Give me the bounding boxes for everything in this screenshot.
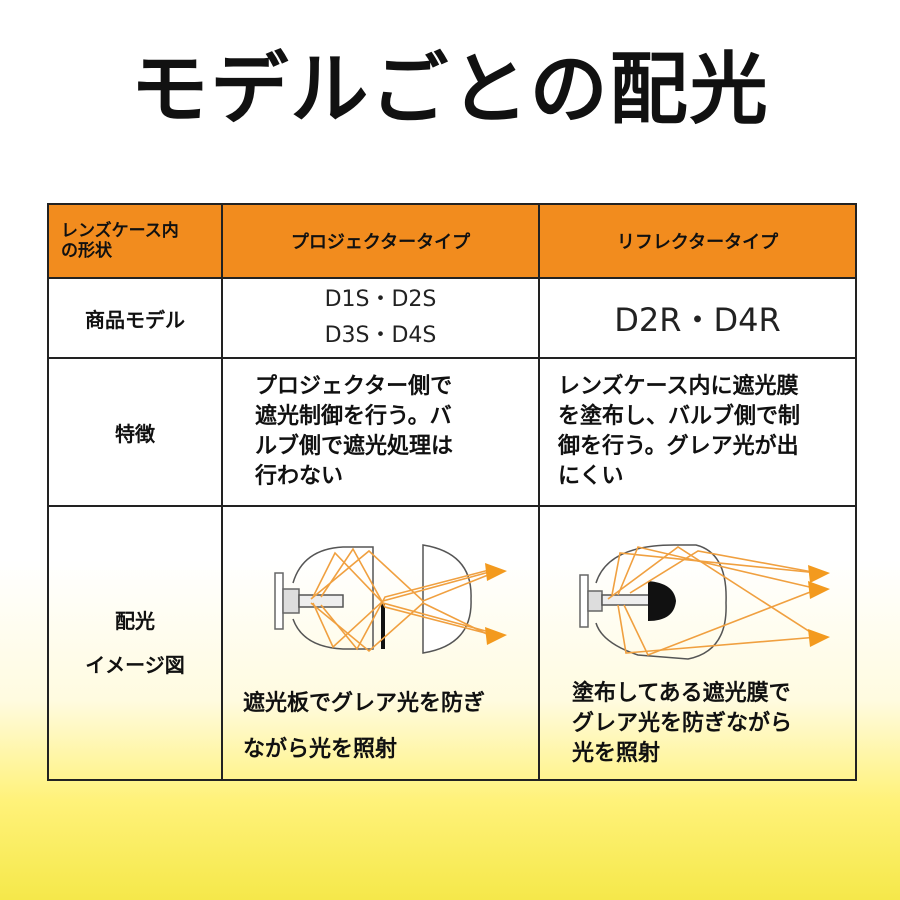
comparison-table: レンズケース内 の形状 プロジェクタータイプ リフレクタータイプ 商品モデル D…: [47, 203, 857, 781]
socket-plate: [274, 572, 284, 630]
reflector-feature-line2: を塗布し、バルブ側で制: [558, 404, 801, 429]
projector-feature: プロジェクター側で 遮光制御を行う。バ ルブ側で遮光処理は 行わない: [221, 357, 540, 507]
image-label-line1: 配光: [115, 609, 155, 633]
reflector-models: D2R・D4R: [538, 277, 857, 359]
reflector-diagram: [579, 544, 830, 660]
reflector-caption-line3: 光を照射: [572, 741, 661, 766]
light-rays: [607, 546, 819, 657]
header-shape: レンズケース内 の形状: [47, 203, 223, 279]
projector-feature-line4: 行わない: [255, 464, 344, 489]
reflector-feature-line1: レンズケース内に遮光膜: [558, 374, 799, 399]
reflector-caption: 塗布してある遮光膜で グレア光を防ぎながら 光を照射: [572, 679, 852, 769]
projector-feature-line3: ルブ側で遮光処理は: [255, 434, 454, 459]
feature-label: 特徴: [47, 357, 223, 507]
arrow-middle-icon: [808, 581, 830, 599]
projector-model-line1: D1S・D2S: [324, 287, 437, 312]
image-label: 配光 イメージ図: [47, 505, 223, 781]
arrow-top-icon: [808, 565, 830, 583]
reflector-image-cell: 塗布してある遮光膜で グレア光を防ぎながら 光を照射: [538, 505, 857, 781]
model-row: 商品モデル D1S・D2S D3S・D4S D2R・D4R: [47, 277, 857, 359]
arrow-down-icon: [485, 627, 507, 645]
socket-plate: [579, 574, 589, 628]
shade-film-icon: [648, 581, 676, 621]
header-reflector: リフレクタータイプ: [538, 203, 857, 279]
image-label-line2: イメージ図: [85, 653, 185, 677]
model-label: 商品モデル: [47, 277, 223, 359]
arrow-bottom-icon: [808, 629, 830, 647]
projector-diagram: [274, 544, 507, 654]
shield-plate-icon: [381, 603, 385, 649]
page-title: モデルごとの配光: [130, 45, 770, 135]
socket-body: [587, 590, 603, 612]
housing-outline: [292, 546, 374, 650]
reflector-caption-line2: グレア光を防ぎながら: [572, 711, 793, 736]
reflector-feature-line3: 御を行う。グレア光が出: [558, 434, 799, 459]
bulb-tube: [298, 594, 344, 608]
projector-caption-line1: 遮光板でグレア光を防ぎ: [243, 691, 486, 716]
projector-caption-line2: ながら光を照射: [243, 737, 398, 762]
header-row: レンズケース内 の形状 プロジェクタータイプ リフレクタータイプ: [47, 203, 857, 279]
arrow-up-icon: [485, 563, 507, 581]
projector-caption: 遮光板でグレア光を防ぎ ながら光を照射: [243, 681, 543, 773]
projector-image-cell: 遮光板でグレア光を防ぎ ながら光を照射: [221, 505, 540, 781]
projector-feature-line2: 遮光制御を行う。バ: [255, 404, 452, 429]
projector-feature-line1: プロジェクター側で: [255, 374, 453, 399]
image-row: 配光 イメージ図: [47, 505, 857, 781]
projector-model-line2: D3S・D4S: [324, 323, 437, 348]
reflector-feature-line4: にくい: [558, 464, 624, 489]
header-shape-line1: レンズケース内: [61, 221, 179, 241]
projector-models: D1S・D2S D3S・D4S: [221, 277, 540, 359]
socket-body: [282, 588, 300, 614]
header-projector: プロジェクタータイプ: [221, 203, 540, 279]
reflector-feature: レンズケース内に遮光膜 を塗布し、バルブ側で制 御を行う。グレア光が出 にくい: [538, 357, 857, 507]
bulb-tube: [601, 594, 653, 606]
lens-outline: [422, 544, 472, 654]
reflector-caption-line1: 塗布してある遮光膜で: [572, 681, 791, 706]
light-rays: [310, 547, 494, 653]
header-shape-line2: の形状: [61, 241, 112, 261]
feature-row: 特徴 プロジェクター側で 遮光制御を行う。バ ルブ側で遮光処理は 行わない レン…: [47, 357, 857, 507]
